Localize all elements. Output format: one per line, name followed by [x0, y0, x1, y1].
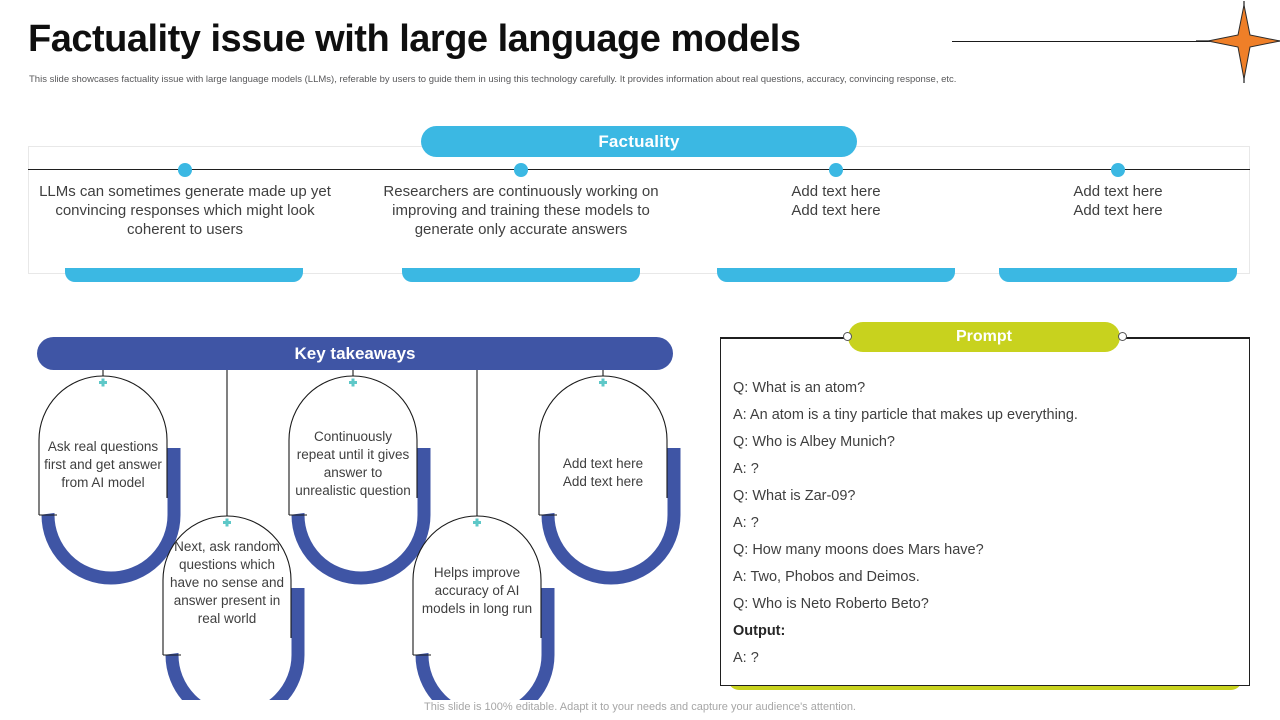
title-rule	[952, 41, 1248, 42]
footer-note: This slide is 100% editable. Adapt it to…	[424, 701, 856, 713]
key-takeaway-label-4: Helps improve accuracy of AI models in l…	[421, 565, 533, 616]
key-takeaway-label-3: Continuously repeat until it gives answe…	[295, 429, 411, 498]
prompt-line: Q: What is an atom?	[733, 380, 866, 396]
factuality-dot-1	[178, 163, 192, 177]
prompt-line: A: Two, Phobos and Deimos.	[733, 569, 920, 585]
prompt-connector-left	[720, 337, 850, 338]
prompt-connector-right	[1118, 337, 1250, 338]
prompt-heading: Prompt	[848, 322, 1120, 352]
factuality-column-4: Add text here Add text here	[1073, 183, 1163, 219]
prompt-line: Q: Who is Albey Munich?	[733, 434, 895, 450]
factuality-dot-3	[829, 163, 843, 177]
factuality-bar-1	[65, 268, 303, 282]
factuality-heading: Factuality	[421, 126, 857, 157]
prompt-line: A: An atom is a tiny particle that makes…	[733, 407, 1078, 423]
factuality-column-3: Add text here Add text here	[791, 183, 881, 219]
factuality-dot-4	[1111, 163, 1125, 177]
factuality-bar-4	[999, 268, 1237, 282]
page-title: Factuality issue with large language mod…	[28, 18, 801, 60]
key-takeaways-heading: Key takeaways	[37, 337, 673, 370]
prompt-transcript: Q: What is an atom? A: An atom is a tiny…	[733, 375, 1233, 672]
prompt-knob-left	[843, 332, 852, 341]
page-subtitle: This slide showcases factuality issue wi…	[29, 74, 957, 85]
factuality-column-2: Researchers are continuously working on …	[383, 183, 659, 238]
prompt-line: Q: How many moons does Mars have?	[733, 542, 984, 558]
prompt-line: A: ?	[733, 650, 759, 666]
prompt-line-output-label: Output:	[733, 623, 786, 639]
prompt-line: Q: What is Zar-09?	[733, 488, 856, 504]
key-takeaway-label-1: Ask real questions first and get answer …	[44, 439, 162, 490]
key-takeaway-label-2: Next, ask random questions which have no…	[169, 539, 285, 626]
factuality-dot-2	[514, 163, 528, 177]
factuality-column-1: LLMs can sometimes generate made up yet …	[39, 183, 331, 238]
prompt-line: Q: Who is Neto Roberto Beto?	[733, 596, 929, 612]
factuality-bar-3	[717, 268, 955, 282]
prompt-knob-right	[1118, 332, 1127, 341]
key-takeaway-label-5: Add text here Add text here	[562, 456, 644, 489]
prompt-line: A: ?	[733, 461, 759, 477]
key-takeaways-diagram	[0, 330, 700, 720]
factuality-bar-2	[402, 268, 640, 282]
prompt-line: A: ?	[733, 515, 759, 531]
four-point-star-icon	[1196, 0, 1280, 89]
factuality-axis-line	[28, 169, 1250, 170]
